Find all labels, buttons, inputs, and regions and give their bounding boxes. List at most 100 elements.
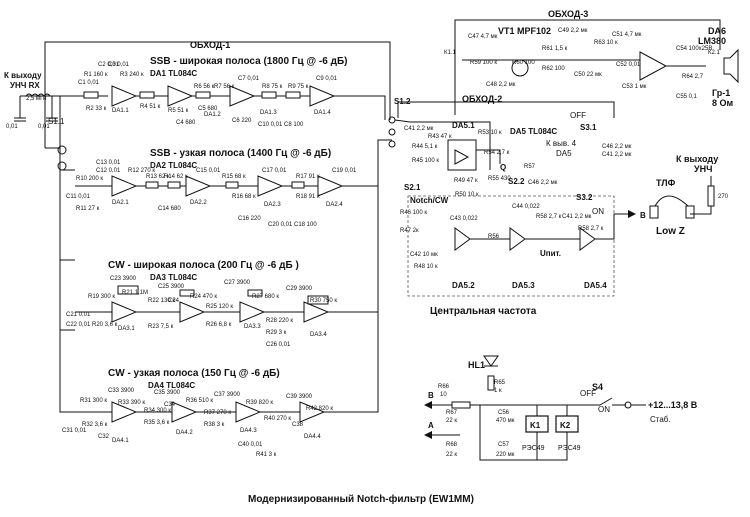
part-c9: C9 0,01: [316, 76, 338, 82]
da2-chip: DA2 TL084C: [150, 161, 197, 170]
part-c19: C19 0,01: [332, 168, 357, 174]
input-c-right: 0,01: [38, 124, 50, 130]
r270-label: 270: [718, 194, 729, 200]
q-label: Q: [500, 163, 506, 172]
c57-value: 220 мк: [496, 452, 515, 458]
part-c18: C18 100: [294, 222, 317, 228]
part-r54: R56: [488, 234, 500, 240]
opamp-da5-2: [454, 227, 471, 251]
part-r25: R25 120 к: [206, 304, 233, 310]
part-r19: R19 300 к: [88, 294, 115, 300]
off-label: OFF: [570, 111, 586, 120]
part-r45: R45 100 к: [412, 158, 439, 164]
part-r26: R26 6,8 к: [206, 322, 232, 328]
opamp-da4-2: [171, 401, 198, 423]
part-c16: C16 220: [238, 216, 261, 222]
label-da4-2: DA4.2: [176, 430, 193, 436]
part-c26: C26 0,01: [266, 342, 291, 348]
part-c48: C48 2,2 мк: [486, 82, 516, 88]
part-c6: C6 220: [232, 118, 252, 124]
vt1-label: VT1 MPF102: [498, 26, 551, 36]
part-r52: R54 2,7 к: [484, 150, 510, 156]
s2-1-label: S2.1: [404, 183, 421, 192]
opamp-da4-1: [111, 401, 138, 423]
part-c2: C2 0,01: [98, 62, 120, 68]
supply-terminal: +12...13,8 В Стаб.: [631, 400, 698, 424]
part-r53: R55 430: [488, 176, 511, 182]
part-c23: C23 3900: [110, 276, 137, 282]
part-r36: R36 510 к: [186, 398, 213, 404]
part-c53: C53 1 мк: [622, 84, 647, 90]
part-r35: R35 3,6 к: [144, 420, 170, 426]
part-c11: C11 0,01: [66, 194, 91, 200]
part-c44: C44 0,022: [512, 204, 540, 210]
part-r15: R15 68 к: [222, 174, 246, 180]
part-r20: R20 3,6 к: [92, 322, 118, 328]
part-r42: R42 820 к: [306, 406, 333, 412]
part-r63: R63 10 к: [594, 40, 618, 46]
power-a-label: А: [428, 421, 434, 430]
unch-out-2: УНЧ: [694, 164, 712, 174]
hl1-label: HL1: [468, 360, 485, 370]
switch-s1-2[interactable]: S1.2: [388, 97, 450, 148]
supply-label: +12...13,8 В: [648, 400, 698, 410]
part-c10: C10 0,01: [258, 122, 283, 128]
r65-value: 1 к: [494, 388, 502, 394]
part-c4: C4 680: [176, 120, 196, 126]
part-c54: C54 100х25В: [676, 46, 712, 52]
label-da2-3: DA2.3: [264, 202, 281, 208]
rel2-label: РЭС49: [558, 445, 581, 452]
part-r38: R38 3 к: [204, 422, 225, 428]
part-r27: R27 680 к: [252, 294, 279, 300]
part-c43: C43 0,022: [450, 216, 478, 222]
part-r2: R2 33 к: [86, 106, 107, 112]
notch-cw-label: Notch/CW: [410, 196, 449, 205]
part-r39: R39 820 к: [246, 400, 273, 406]
part-r64: R64 2,7: [682, 74, 704, 80]
da5-4-label: DA5.4: [584, 281, 607, 290]
input-label-2: УНЧ RX: [10, 81, 40, 90]
s1-2-label: S1.2: [394, 97, 411, 106]
part-r49: R49 47 к: [454, 178, 478, 184]
rel1-label: РЭС49: [522, 445, 545, 452]
part-r18: R18 91 к: [296, 194, 320, 200]
part-r23: R23 7,5 к: [148, 324, 174, 330]
part-r1: R1 160 к: [84, 72, 108, 78]
bypass-1-label: ОБХОД-1: [190, 40, 230, 50]
power-b-label: В: [428, 391, 434, 400]
part-r32: R32 3,6 к: [82, 422, 108, 428]
cw-wide-stage: CW - широкая полоса (200 Гц @ -6 дБ ) DA…: [66, 186, 379, 348]
s4-label: S4: [592, 382, 603, 392]
part-c42: C42 10 мк: [410, 252, 438, 258]
amp-section: VT1 MPF102 К1.1 C47 4,7 мк R59 100 к R60…: [444, 26, 739, 108]
part-c55: C55 0,1: [676, 94, 698, 100]
part-r22: R22 130 к: [148, 298, 175, 304]
part-c32: C32: [98, 434, 110, 440]
s2-2-label: S2.2: [508, 177, 525, 186]
r66-value: 10: [440, 392, 447, 398]
stab-label: Стаб.: [650, 415, 671, 424]
part-r33: R33 390 к: [118, 400, 145, 406]
inductor-label: 2,5 мГн: [26, 96, 46, 102]
opamp-da1-1: [111, 85, 138, 107]
ssb-wide-header: SSB - широкая полоса (1800 Гц @ -6 дБ): [150, 56, 347, 67]
part-r7: R7 56 к: [214, 84, 235, 90]
s3-2-label: S3.2: [576, 193, 593, 202]
da1-chip: DA1 TL084C: [150, 69, 197, 78]
da5-3-label: DA5.3: [512, 281, 535, 290]
opamp-da2-4: [317, 175, 344, 197]
r68-label: R68: [446, 442, 458, 448]
part-r60: R60 100: [512, 60, 535, 66]
speaker-icon: [723, 48, 739, 84]
part-r59: R59 100 к: [470, 60, 497, 66]
off-label-power: OFF: [580, 389, 596, 398]
part-r17: R17 91 к: [296, 174, 320, 180]
part-c41: C41 2,2 мк: [404, 126, 434, 132]
part-r43: R43 47 к: [428, 134, 452, 140]
s1-1-label: S1.1: [48, 117, 65, 126]
label-da2-1: DA2.1: [112, 200, 129, 206]
led-hl1-icon: [483, 355, 499, 367]
opamp-da3-2: [179, 301, 206, 323]
part-r55: R57: [524, 164, 536, 170]
part-c15: C15 0,01: [196, 168, 221, 174]
